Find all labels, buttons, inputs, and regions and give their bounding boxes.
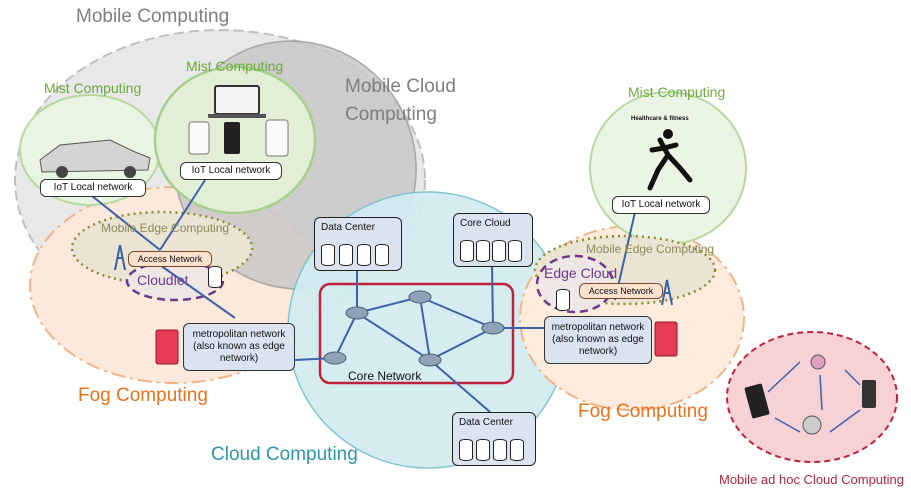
switch-icon: [155, 329, 179, 365]
iot-local-network-left: IoT Local network: [40, 179, 146, 197]
core-network-box: [318, 282, 515, 385]
core-network-label: Core Network: [348, 369, 422, 383]
antenna-icon: [114, 244, 126, 271]
data-center-bottom-label: Data Center: [459, 417, 513, 428]
tablet-icon: [744, 383, 770, 419]
mobile-cloud-label-1: Mobile Cloud: [345, 76, 456, 97]
fog-left-label: Fog Computing: [78, 385, 208, 406]
database-icon: [493, 439, 507, 461]
edge-cloud-storage-icon: [556, 289, 570, 311]
runner-icon: [647, 137, 693, 191]
database-icon: [321, 244, 335, 266]
cloudlet-label: Cloudlet: [137, 272, 189, 288]
router-icon: [345, 306, 369, 320]
data-center-top-label: Data Center: [321, 222, 375, 233]
metropolitan-network-left: metropolitan network (also known as edge…: [183, 323, 295, 371]
mist-computing-mid-label: Mist Computing: [186, 58, 284, 74]
robot-icon: [802, 415, 822, 435]
database-icon: [375, 244, 389, 266]
routers: [323, 290, 505, 367]
core-cloud-label: Core Cloud: [460, 218, 511, 229]
wheel-icon: [56, 166, 68, 178]
mobile-edge-right-label: Mobile Edge Computing: [586, 242, 715, 256]
mobile-computing-label: Mobile Computing: [76, 6, 230, 27]
database-icon: [357, 244, 371, 266]
database-icon: [339, 244, 353, 266]
mist-right-region: [589, 91, 747, 245]
iot-local-network-right: IoT Local network: [612, 196, 710, 214]
tablet-icon: [265, 119, 289, 157]
database-icon: [508, 240, 522, 262]
laptop-base-icon: [208, 114, 266, 118]
mist-computing-left-label: Mist Computing: [44, 80, 142, 96]
core-cloud: Core Cloud: [453, 213, 533, 267]
manet-region: [726, 331, 898, 463]
database-icon: [492, 240, 506, 262]
tablet-icon: [188, 121, 210, 155]
database-icon: [460, 240, 474, 262]
fog-right-label: Fog Computing: [578, 401, 708, 422]
drone-icon: [810, 354, 826, 370]
laptop-icon: [214, 85, 260, 115]
router-icon: [408, 290, 432, 304]
cloudlet-region: [125, 260, 225, 302]
router-icon: [481, 321, 505, 335]
healthcare-label: Healthcare & fitness: [631, 116, 689, 122]
smartphone-icon: [224, 122, 240, 154]
runner-head-icon: [663, 129, 673, 139]
router-icon: [323, 351, 347, 365]
metropolitan-network-right: metropolitan network (also known as edge…: [544, 316, 652, 364]
manet-links: [767, 361, 861, 433]
mobile-edge-left-label: Mobile Edge Computing: [101, 221, 230, 235]
mist-computing-right-label: Mist Computing: [628, 84, 726, 100]
database-icon: [459, 439, 473, 461]
edge-cloud-label: Edge Cloud: [544, 265, 618, 281]
cloud-computing-label: Cloud Computing: [211, 444, 358, 465]
antenna-icon: [661, 279, 673, 306]
data-center-top: Data Center: [314, 217, 402, 271]
switch-icon: [654, 321, 678, 357]
iot-local-network-mid: IoT Local network: [180, 162, 282, 180]
cloudlet-storage-icon: [208, 266, 222, 288]
database-icon: [476, 240, 490, 262]
mobile-cloud-label-2: Computing: [345, 104, 437, 125]
wheel-icon: [124, 166, 136, 178]
router-icon: [418, 353, 442, 367]
data-center-bottom: Data Center: [452, 412, 536, 466]
smartphone-icon: [862, 380, 876, 408]
access-network-left: Access Network: [128, 251, 212, 267]
database-icon: [510, 439, 524, 461]
access-network-right: Access Network: [579, 283, 663, 299]
manet-label: Mobile ad hoc Cloud Computing: [719, 472, 904, 487]
database-icon: [476, 439, 490, 461]
